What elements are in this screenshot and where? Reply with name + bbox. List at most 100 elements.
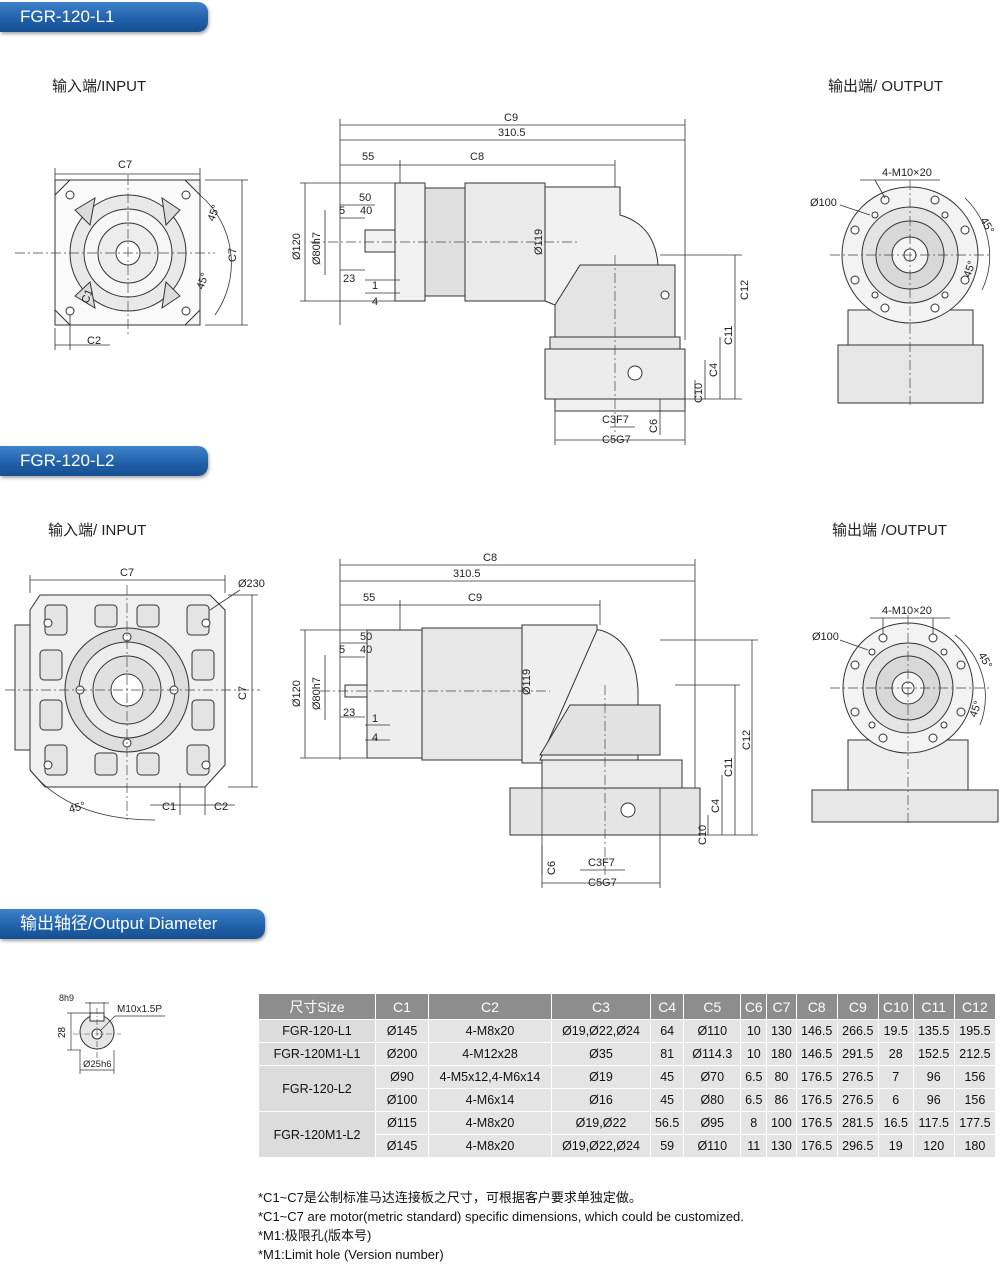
table-cell: 45 [649,1065,685,1089]
table-row: FGR-120M1-L1 Ø200 4-M12x28 Ø35 81 Ø114.3… [258,1042,997,1066]
l1-side-310-5: 310.5 [498,127,526,139]
table-cell: 45 [649,1088,685,1112]
table-cell: Ø114.3 [683,1042,742,1066]
l1-side-c11: C11 [723,326,735,345]
output-label-l2: 输出端 /OUTPUT [832,522,947,539]
l1-input-c7-side: C7 [227,248,239,262]
th-c11: C11 [912,993,955,1020]
table-cell: 180 [766,1042,797,1066]
l1-output-45d: 45° [962,259,979,279]
table-cell: 176.5 [795,1065,838,1089]
table-cell: 130 [766,1019,797,1043]
note-en-limit-hole: *M1:Limit hole (Version number) [258,1247,444,1262]
l2-input-d230: Ø230 [238,578,265,590]
th-c12: C12 [953,993,997,1020]
table-cell: 4-M8x20 [428,1019,552,1043]
note-cn-customization: *C1~C7是公制标准马达连接板之尺寸，可根据客户要求单独定做。 [258,1190,642,1205]
table-cell: 16.5 [877,1111,914,1135]
table-cell: 4-M8x20 [428,1134,552,1158]
l1-side-c6: C6 [648,419,660,433]
table-cell: 156 [953,1065,997,1089]
table-cell: 296.5 [836,1134,879,1158]
table-cell: Ø19 [551,1065,651,1089]
table-cell: 177.5 [953,1111,997,1135]
table-cell: FGR-120-L2 [258,1065,376,1112]
table-cell: Ø200 [375,1042,429,1066]
table-cell: 152.5 [912,1042,955,1066]
th-c9: C9 [836,993,879,1020]
table-row: FGR-120-L1 Ø145 4-M8x20 Ø19,Ø22,Ø24 64 Ø… [258,1019,997,1043]
shaft-h-label: 28 [57,1026,68,1038]
th-size: 尺寸Size [258,993,376,1020]
table-cell: 176.5 [795,1111,838,1135]
l2-side-40: 40 [360,644,372,656]
output-shaft-detail: 8h9 M10x1.5P 28 Ø25h6 [57,993,165,1074]
table-cell: Ø70 [683,1065,742,1089]
l2-side-c4: C4 [710,799,722,813]
footnotes: *C1~C7是公制标准马达连接板之尺寸，可根据客户要求单独定做。 *C1~C7 … [258,1188,744,1264]
l2-output-45c: 45° [975,651,994,671]
l2-side-c8: C8 [483,552,497,564]
table-cell: 6.5 [740,1065,768,1089]
table-cell: Ø110 [683,1019,742,1043]
table-cell: 8 [740,1111,768,1135]
table-cell: 146.5 [795,1019,838,1043]
table-cell: 146.5 [795,1042,838,1066]
table-cell: 11 [740,1134,768,1158]
l2-side-c9: C9 [468,592,482,604]
l2-side-23: 23 [343,707,355,719]
table-cell: 212.5 [953,1042,997,1066]
section-banner-output-diameter: 输出轴径/Output Diameter [0,909,265,939]
l1-input-c1: C1 [80,288,96,305]
table-cell: 59 [649,1134,685,1158]
l2-output-d100: Ø100 [812,631,839,643]
l1-side-5: 5 [339,205,345,217]
l1-side-c12: C12 [739,280,751,300]
table-cell: 266.5 [836,1019,879,1043]
table-cell: 10 [740,1019,768,1043]
table-cell: 81 [649,1042,685,1066]
l1-input-45b: 45° [195,271,212,291]
table-cell: 100 [766,1111,797,1135]
l1-side-40: 40 [360,205,372,217]
table-cell: FGR-120-L1 [258,1019,376,1043]
shaft-key-label: 8h9 [59,993,74,1003]
table-cell: 96 [912,1065,955,1089]
th-c8: C8 [795,993,838,1020]
table-header-row: 尺寸Size C1 C2 C3 C4 C5 C6 C7 C8 C9 C10 C1… [258,993,997,1020]
table-cell: 19 [877,1134,914,1158]
table-cell: 86 [766,1088,797,1112]
table-cell: 176.5 [795,1134,838,1158]
l1-side-view: C9 310.5 55 C8 50 5 40 23 1 4 Ø120 Ø80h7… [291,112,751,446]
table-cell: Ø19,Ø22,Ø24 [551,1134,651,1158]
table-cell: Ø110 [683,1134,742,1158]
table-cell: Ø145 [375,1134,429,1158]
th-c10: C10 [877,993,914,1020]
table-cell: 4-M5x12,4-M6x14 [428,1065,552,1089]
th-c6: C6 [740,993,768,1020]
table-cell: 4-M8x20 [428,1111,552,1135]
table-row: FGR-120-L2 Ø90 4-M5x12,4-M6x14 Ø19 45 Ø7… [258,1065,997,1112]
l2-input-c7-side: C7 [237,686,249,700]
l1-side-c4: C4 [708,363,720,377]
shaft-thread-label: M10x1.5P [117,1004,162,1015]
table-cell: 156 [953,1088,997,1112]
table-cell: 130 [766,1134,797,1158]
l2-input-view: C7 C7 Ø230 C1 C2 45° [5,567,265,821]
th-c2: C2 [428,993,552,1020]
note-cn-limit-hole: *M1:极限孔(版本号) [258,1228,372,1243]
l1-side-23: 23 [343,273,355,285]
section-banner-fgr-120-l2: FGR-120-L2 [0,446,208,476]
spec-table: 尺寸Size C1 C2 C3 C4 C5 C6 C7 C8 C9 C10 C1… [258,993,997,1158]
l2-output-45d: 45° [968,699,985,719]
l2-input-c2: C2 [214,801,228,813]
section-banner-fgr-120-l1: FGR-120-L1 [0,2,208,32]
l1-side-55: 55 [362,151,374,163]
table-cell: Ø19,Ø22 [551,1111,651,1135]
th-c3: C3 [551,993,651,1020]
table-cell: 281.5 [836,1111,879,1135]
output-label-l1: 输出端/ OUTPUT [828,78,943,95]
table-cell: 195.5 [953,1019,997,1043]
table-cell: 6.5 [740,1088,768,1112]
l2-output-view: 4-M10×20 Ø100 45° 45° [811,605,999,825]
